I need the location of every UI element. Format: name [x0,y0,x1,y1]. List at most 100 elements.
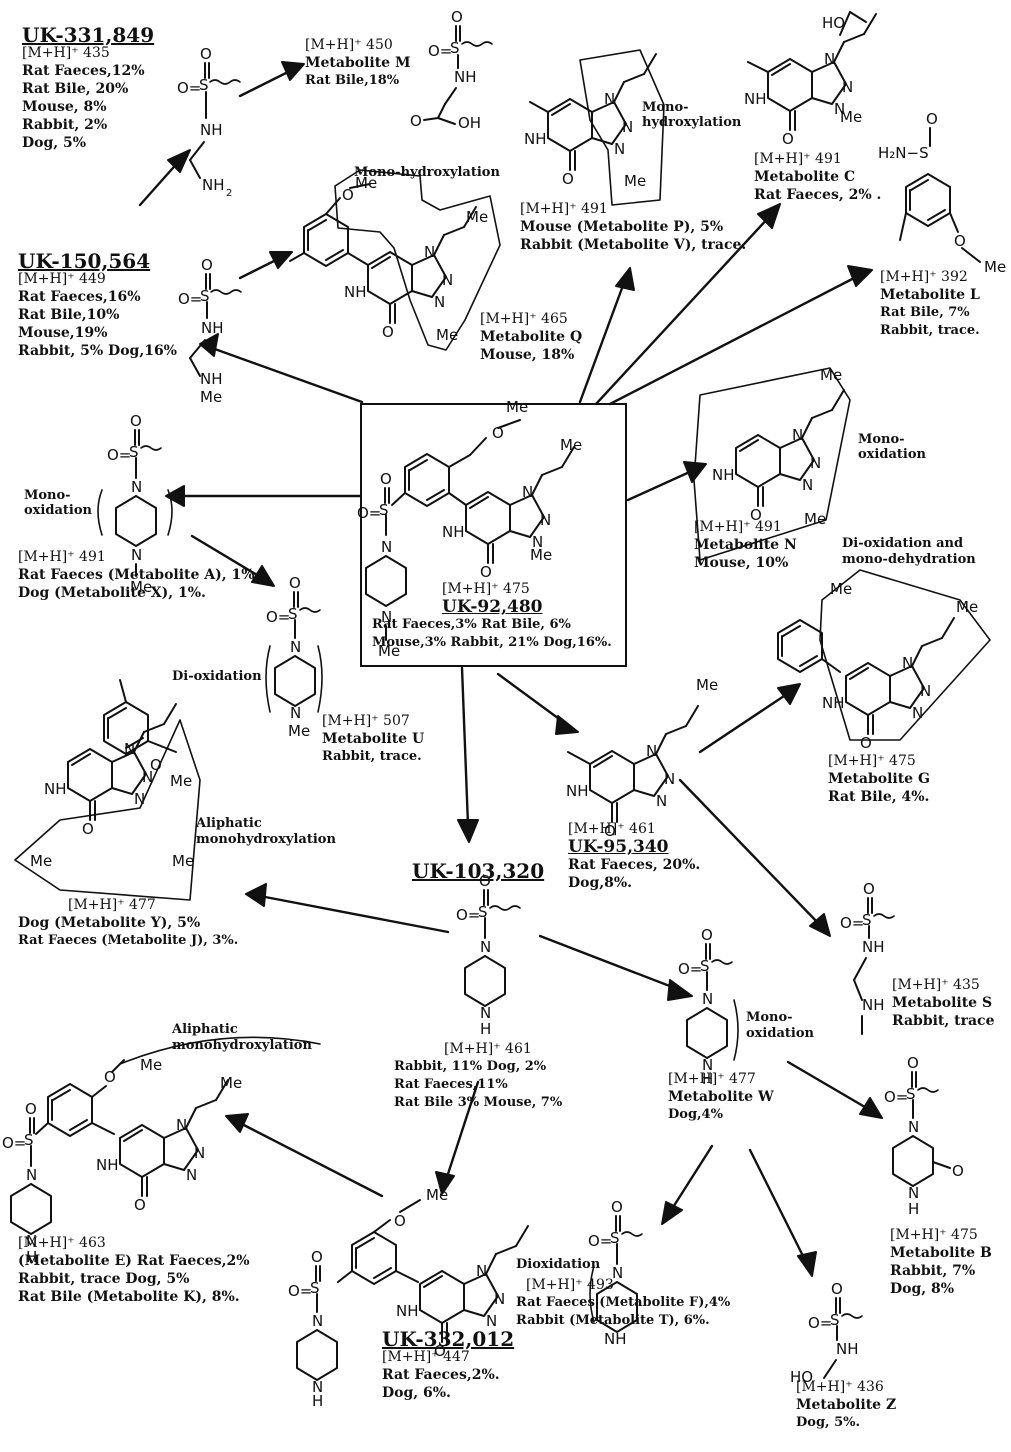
svg-text:H: H [908,1200,919,1218]
species-line: Rabbit, trace. [880,323,980,338]
note: Mono-hydroxylation [642,100,742,130]
svg-text:N: N [612,1264,623,1282]
svg-text:NH: NH [862,938,885,956]
metabolite-name: Metabolite G [828,771,930,787]
mass: [M+H]⁺ 475 [828,753,916,769]
metabolite-n-label: [M+H]⁺ 491 Metabolite N Mouse, 10% [694,518,797,572]
note: Dioxidation [516,1257,601,1272]
svg-text:O: O [492,424,504,442]
metabolite-w-label: [M+H]⁺ 477 Metabolite W Dog,4% [668,1070,774,1124]
svg-text:Me: Me [200,388,222,406]
svg-text:O: O [104,1068,116,1086]
metabolite-f-label: [M+H]⁺ 493 Rat Faeces (Metabolite F),4% … [516,1276,730,1330]
mass: [M+H]⁺ 450 [305,37,393,53]
mass: [M+H]⁺ 493 [526,1277,614,1293]
metabolite-l-label: [M+H]⁺ 392 Metabolite L Rat Bile, 7% Rab… [880,268,980,340]
svg-text:NH: NH [200,370,223,388]
metabolite-name: Metabolite Z [796,1397,897,1413]
species-line: Rat Faeces, 20%. [568,857,701,873]
metabolite-b-label: [M+H]⁺ 475 Metabolite B Rabbit, 7% Dog, … [890,1226,992,1298]
species-line: Dog, 6%. [382,1385,451,1401]
svg-text:Me: Me [696,676,718,694]
species-line: Rabbit, 11% Dog, 2% [394,1059,547,1074]
svg-text:OH: OH [458,114,481,132]
metabolite-n-note: Mono-oxidation [858,432,948,462]
metabolite-u-label: [M+H]⁺ 507 Metabolite U Rabbit, trace. [322,712,424,766]
mass: [M+H]⁺ 465 [480,311,568,327]
svg-text:NH: NH [862,996,885,1014]
uk332012-label: UK-332,012 [M+H]⁺ 447 Rat Faeces,2%. Dog… [382,1329,514,1402]
metabolite-name: Metabolite S [892,995,993,1011]
metabolite-name: Metabolite M [305,55,411,71]
svg-text:H: H [480,1020,491,1038]
species-line: Dog, 5% [22,135,87,151]
svg-text:N: N [381,538,392,556]
mass: [M+H]⁺ 475 [890,1227,978,1243]
species-line: Rat Bile, 20% [22,81,129,97]
species-line: Rabbit, 2% [22,117,108,133]
species-line: Dog, 8% [890,1281,955,1297]
metabolite-p-label: [M+H]⁺ 491 Mouse (Metabolite P), 5% Rabb… [520,200,746,254]
svg-text:H: H [312,1392,323,1410]
species-line: (Metabolite E) Rat Faeces,2% [18,1253,250,1269]
mass: [M+H]⁺ 491 [754,151,842,167]
svg-text:H₂N−S: H₂N−S [878,144,929,162]
species-line: Rabbit, 7% [890,1263,976,1279]
svg-text:O: O [342,186,354,204]
svg-text:Me: Me [220,1074,242,1092]
mass: [M+H]⁺ 491 [520,201,608,217]
species-line: Rabbit (Metabolite T), 6%. [516,1313,710,1328]
mass: [M+H]⁺ 392 [880,269,968,285]
species-line: Rat Faeces,2%. [382,1367,500,1383]
mass: [M+H]⁺ 491 [694,519,782,535]
species-line: Rat Faeces,11% [394,1077,508,1092]
metabolite-f-note: Dioxidation [516,1256,600,1274]
note: Mono-oxidation [746,1010,814,1041]
species-line: Rat Bile, 7% [880,305,970,320]
metabolite-e-note: Aliphatic monohydroxylation [172,1022,372,1054]
species-line: Mouse,3% Rabbit, 21% Dog,16%. [372,635,612,650]
note: Mono-oxidation [24,488,92,518]
metabolite-z-label: [M+H]⁺ 436 Metabolite Z Dog, 5%. [796,1378,896,1432]
species-line: Rabbit, 5% Dog,16% [18,343,177,359]
svg-text:Me: Me [378,642,400,660]
compound-code: UK-92,480 [442,597,543,617]
mass: [M+H]⁺ 461 [568,821,656,837]
species-line: Rat Faeces, 2% . [754,187,882,203]
metabolite-u-note: Di-oxidation [172,668,262,686]
species-line: Rabbit (Metabolite V), trace. [520,237,747,253]
svg-text:Me: Me [560,436,582,454]
svg-text:N: N [26,1232,37,1250]
svg-text:Me: Me [130,578,152,596]
species-line: Rat Faeces,16% [18,289,141,305]
svg-text:Me: Me [355,174,377,192]
svg-text:Me: Me [506,398,528,416]
uk95340-label: [M+H]⁺ 461 UK-95,340 Rat Faeces, 20%. Do… [568,820,700,892]
svg-text:N: N [26,1166,37,1184]
mass: [M+H]⁺ 447 [382,1349,470,1365]
mass: [M+H]⁺ 435 [892,977,980,993]
svg-text:Me: Me [984,258,1006,276]
svg-text:NH: NH [604,1330,627,1348]
species-line: Rat Bile 3% Mouse, 7% [394,1095,563,1110]
species-line: Rabbit, trace Dog, 5% [18,1271,190,1287]
uk103320-code: UK-103,320 [412,861,544,881]
species-line: Dog (Metabolite Y), 5% [18,915,201,931]
svg-text:HO: HO [790,1368,813,1386]
svg-text:N: N [480,938,491,956]
svg-text:N: N [381,608,392,626]
svg-text:2: 2 [226,188,232,199]
mass: [M+H]⁺ 491 [18,549,106,565]
svg-text:N: N [702,990,713,1008]
compound-code: UK-331,849 [22,23,155,47]
metabolite-name: Metabolite B [890,1245,992,1261]
mass: [M+H]⁺ 463 [18,1235,106,1251]
mass: [M+H]⁺ 477 [68,897,156,913]
svg-text:Me: Me [172,852,194,870]
svg-text:Me: Me [140,1056,162,1074]
svg-text:N: N [480,1004,491,1022]
uk103320-label: [M+H]⁺ 461 Rabbit, 11% Dog, 2% Rat Faece… [394,1040,562,1112]
svg-text:N: N [312,1312,323,1330]
metabolite-c-label: [M+H]⁺ 491 Metabolite C Rat Faeces, 2% . [754,150,881,204]
